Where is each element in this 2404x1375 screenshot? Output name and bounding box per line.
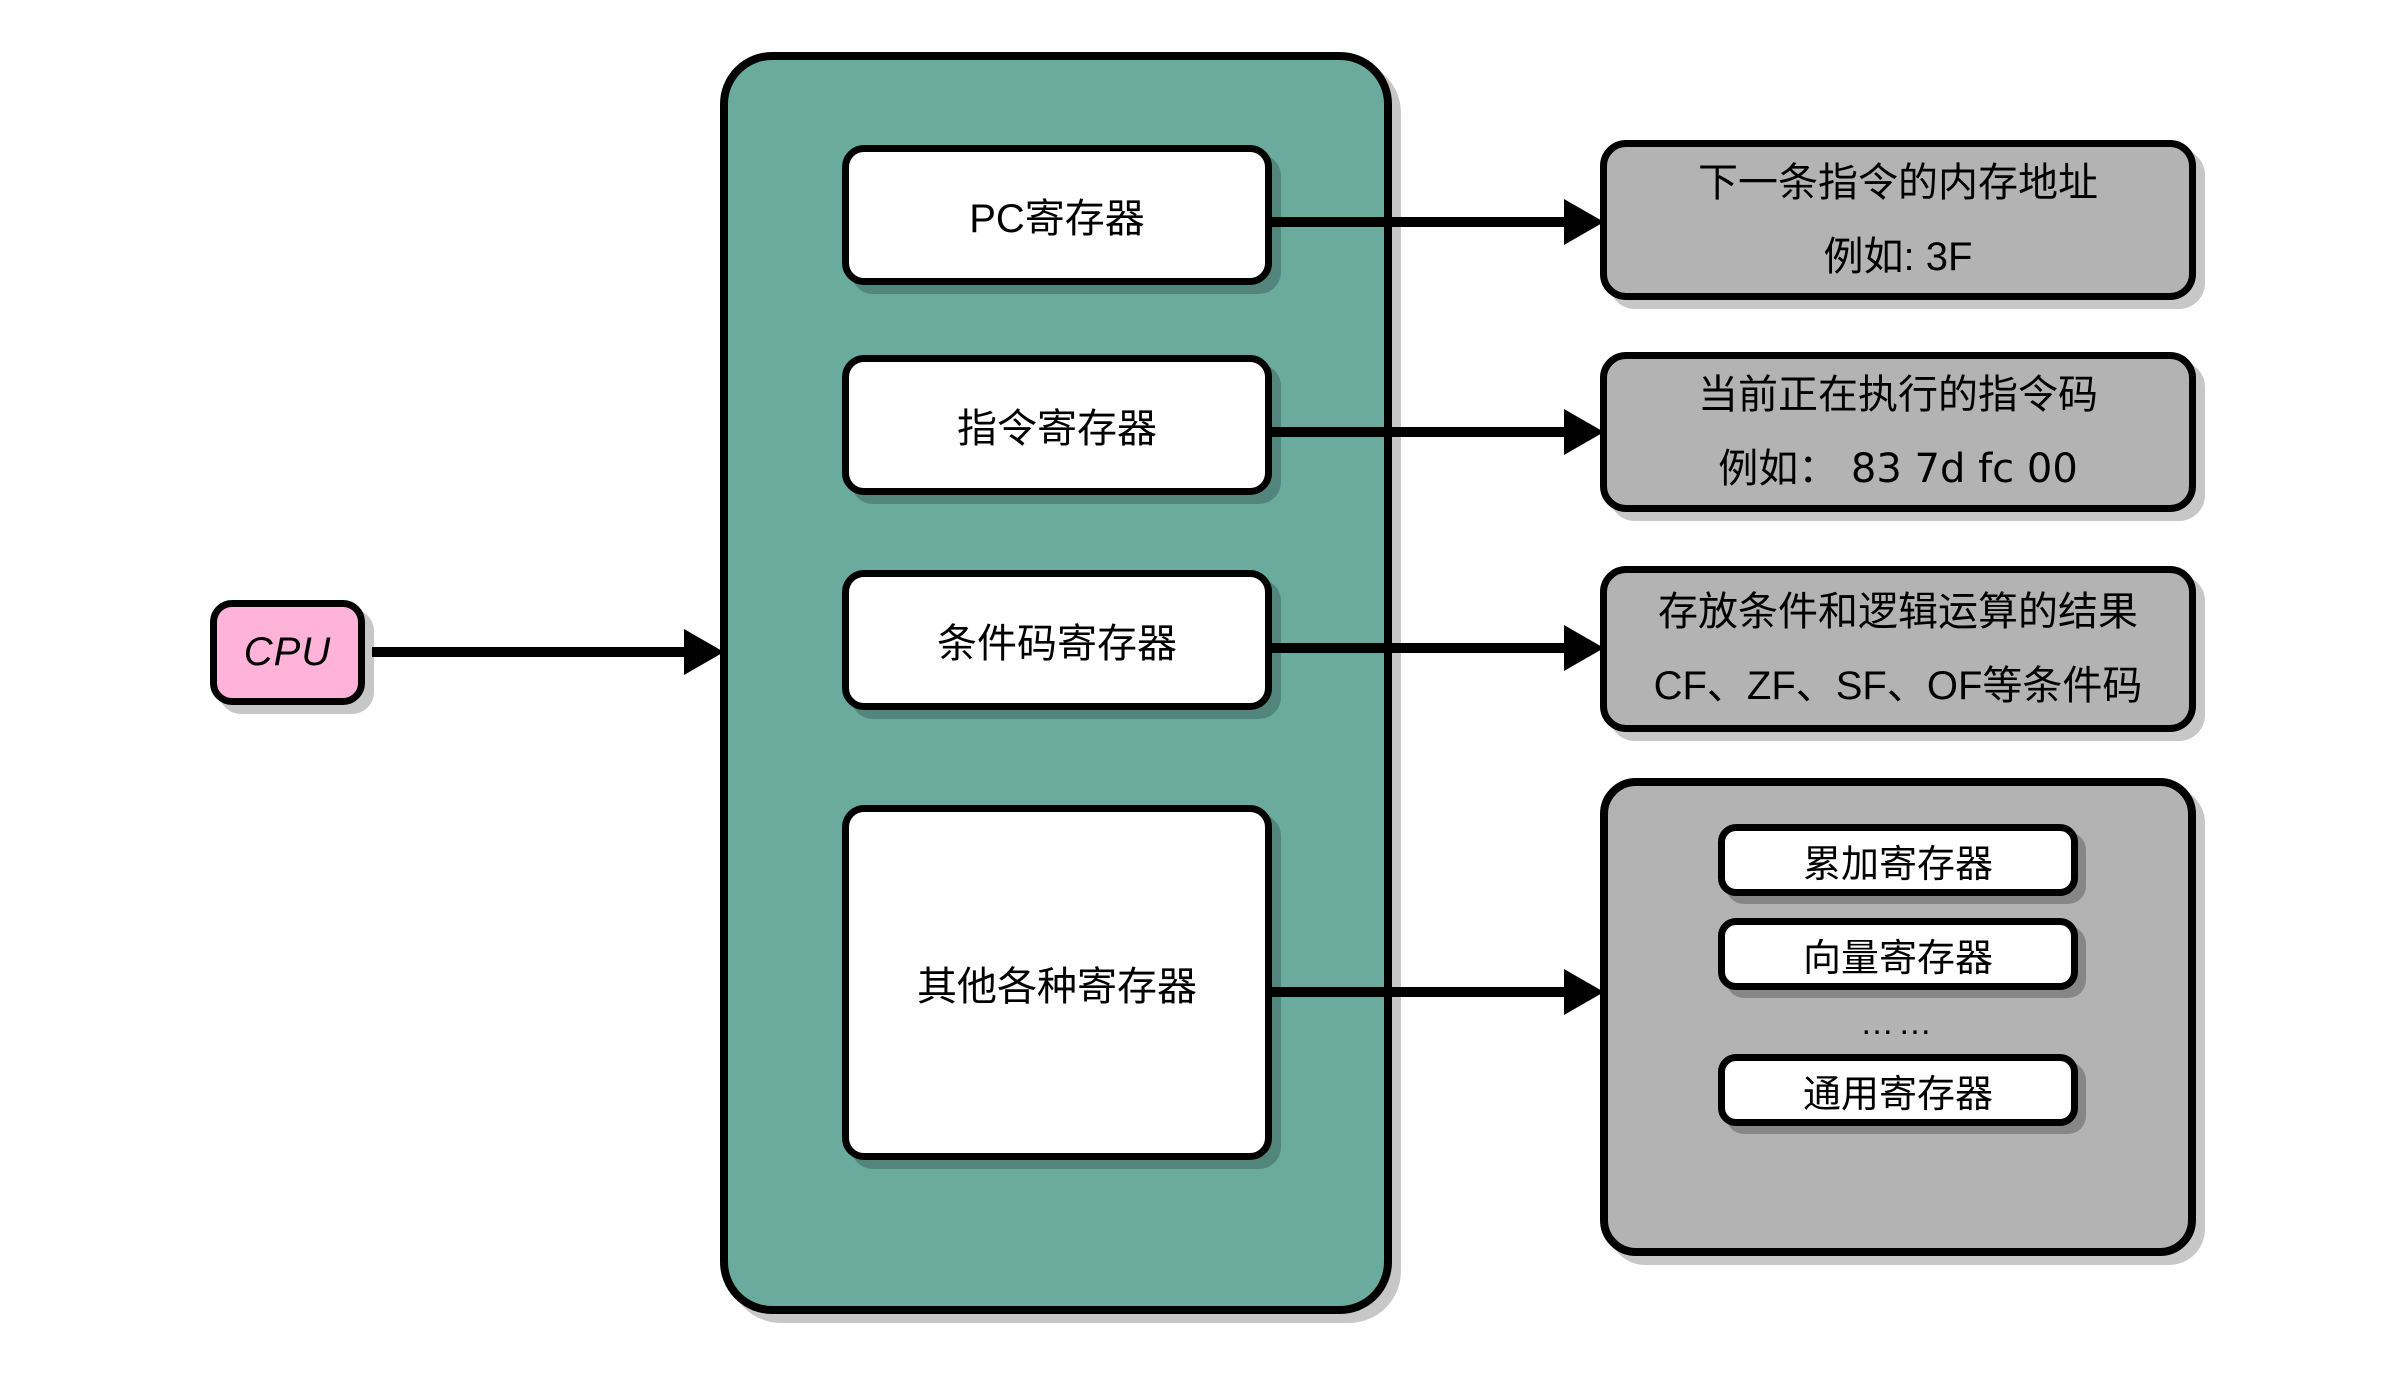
cpu-label: CPU — [243, 630, 332, 674]
description-pc-line2: 例如: 3F — [1823, 235, 1973, 279]
register-condition-code[interactable]: 条件码寄存器 — [842, 570, 1272, 710]
arrow-head — [684, 629, 724, 675]
sub-register-accumulator[interactable]: 累加寄存器 — [1718, 824, 2078, 896]
description-condition-line2: CF、ZF、SF、OF等条件码 — [1653, 664, 2143, 708]
register-instruction[interactable]: 指令寄存器 — [842, 355, 1272, 495]
arrow-head — [1564, 199, 1604, 245]
register-condition-code-label: 条件码寄存器 — [937, 622, 1177, 666]
register-pc-label: PC寄存器 — [969, 197, 1145, 241]
description-condition-code-register: 存放条件和逻辑运算的结果 CF、ZF、SF、OF等条件码 — [1600, 566, 2196, 732]
sub-register-vector-label: 向量寄存器 — [1802, 937, 1993, 980]
sub-register-vector[interactable]: 向量寄存器 — [1718, 918, 2078, 990]
arrow-head — [1564, 625, 1604, 671]
arrow-shaft — [1272, 987, 1564, 997]
sub-register-accumulator-label: 累加寄存器 — [1802, 843, 1993, 886]
ellipsis-label: …… — [1860, 1004, 1936, 1042]
description-pc-line1: 下一条指令的内存地址 — [1698, 161, 2098, 205]
register-other-label: 其他各种寄存器 — [917, 964, 1197, 1009]
description-instruction-line2: 例如： 83 7d fc 00 — [1718, 446, 2078, 492]
sub-register-general-purpose[interactable]: 通用寄存器 — [1718, 1054, 2078, 1126]
arrow-shaft — [1272, 427, 1564, 437]
other-registers-group: 累加寄存器 向量寄存器 …… 通用寄存器 — [1600, 778, 2196, 1256]
description-instruction-line1: 当前正在执行的指令码 — [1698, 373, 2098, 417]
arrow-shaft — [1272, 217, 1564, 227]
arrow-head — [1564, 409, 1604, 455]
description-pc-register: 下一条指令的内存地址 例如: 3F — [1600, 140, 2196, 300]
arrow-shaft — [1272, 643, 1564, 653]
register-other[interactable]: 其他各种寄存器 — [842, 805, 1272, 1160]
register-instruction-label: 指令寄存器 — [957, 407, 1157, 451]
description-condition-line1: 存放条件和逻辑运算的结果 — [1658, 590, 2138, 634]
cpu-box[interactable]: CPU — [210, 600, 365, 705]
arrow-shaft — [372, 647, 684, 657]
arrow-head — [1564, 969, 1604, 1015]
register-pc[interactable]: PC寄存器 — [842, 145, 1272, 285]
sub-register-general-purpose-label: 通用寄存器 — [1802, 1073, 1993, 1116]
description-instruction-register: 当前正在执行的指令码 例如： 83 7d fc 00 — [1600, 352, 2196, 512]
